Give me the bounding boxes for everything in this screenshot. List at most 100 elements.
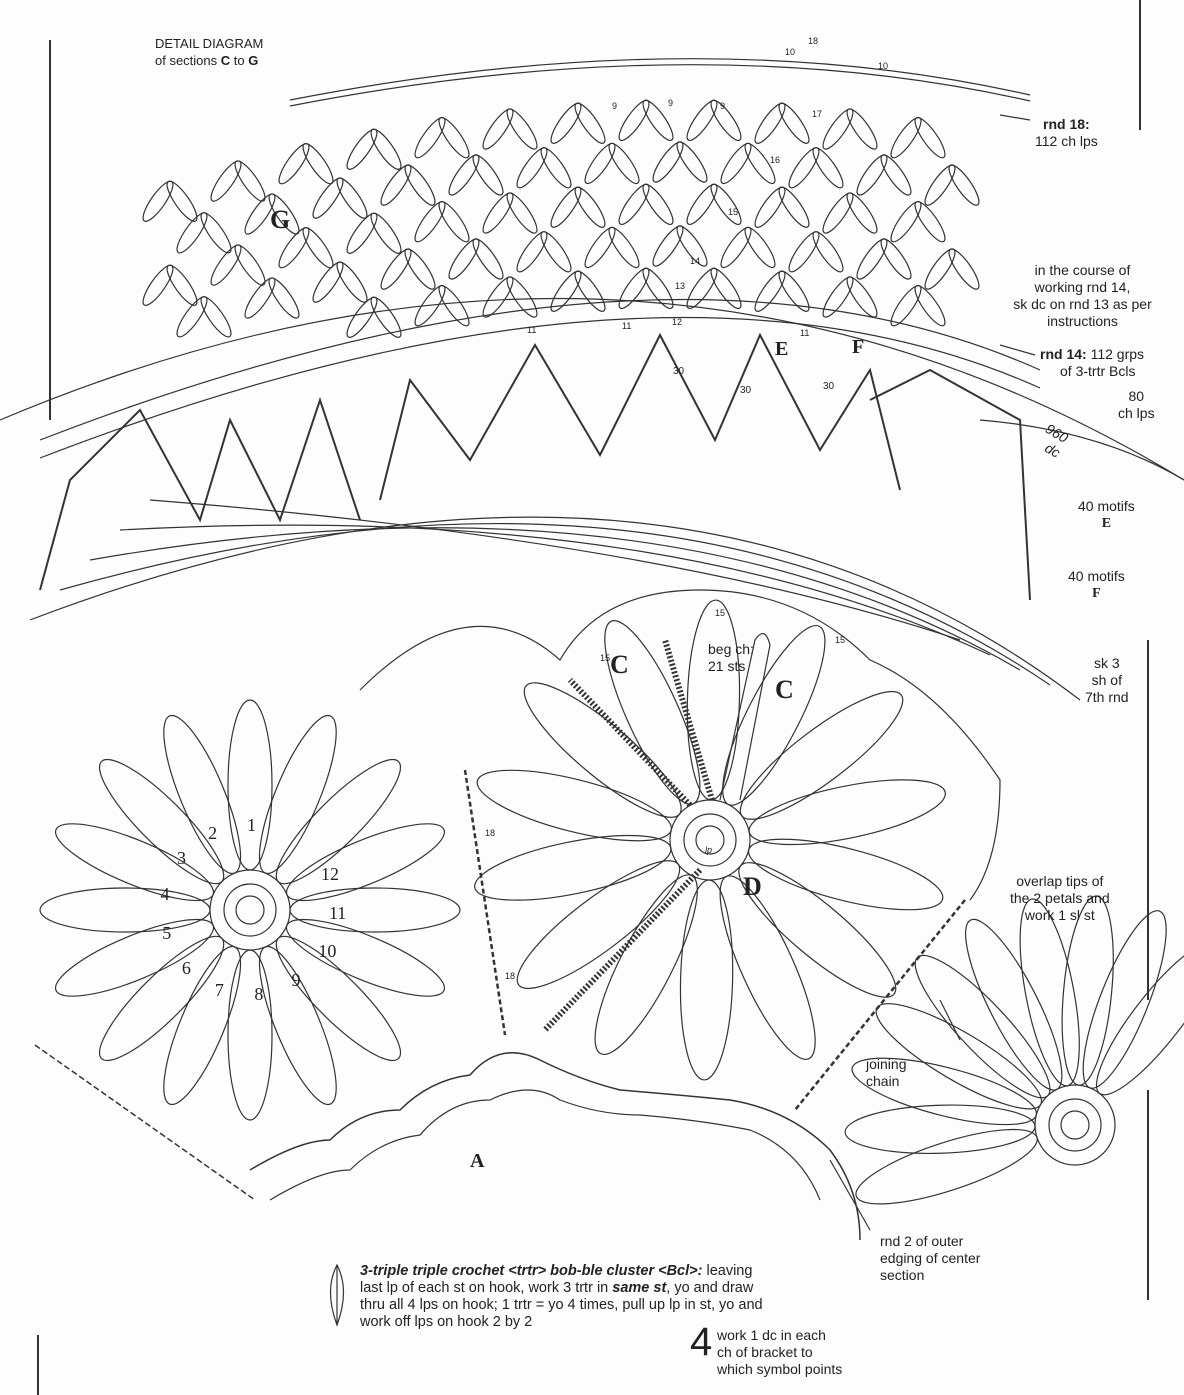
zigzag-motifs-e bbox=[39, 332, 1031, 601]
bobble-leaf bbox=[472, 238, 504, 280]
bobble-leaf bbox=[754, 186, 786, 228]
round-number: 18 bbox=[808, 36, 819, 46]
beg-ch-line: beg ch: bbox=[708, 641, 754, 657]
outer-arc bbox=[0, 297, 1184, 481]
beg-ch-loop bbox=[719, 633, 771, 801]
stitch-count: 18 bbox=[485, 828, 496, 838]
rnd14-text: 112 grps bbox=[1090, 346, 1145, 362]
stitch-count: 18 bbox=[505, 971, 516, 981]
bobble-leaf bbox=[584, 226, 616, 269]
shell-row bbox=[29, 516, 1081, 701]
pointer-rnd2 bbox=[829, 1159, 871, 1231]
stitch-count: 11 bbox=[800, 328, 810, 338]
rnd2-line: edging of center bbox=[880, 1250, 981, 1266]
bobble-leaf bbox=[166, 264, 198, 306]
dc-strip-1 bbox=[542, 867, 703, 1033]
joining-chain-1 bbox=[463, 769, 507, 1036]
stitch-count: 10 bbox=[878, 61, 889, 71]
petal-number: 12 bbox=[321, 864, 340, 885]
bobble-leaf bbox=[210, 244, 242, 286]
rnd2-annotation: rnd 2 of outer edging of center section bbox=[880, 1233, 980, 1284]
bobble-leaf bbox=[924, 164, 956, 206]
bobble-leaf bbox=[312, 177, 344, 219]
round-number: 17 bbox=[812, 109, 823, 119]
bobble-leaf bbox=[200, 296, 232, 338]
bobble-leaf bbox=[346, 128, 378, 170]
flower-right bbox=[844, 895, 1184, 1205]
bobble-leaf bbox=[414, 117, 446, 159]
bobble-leaf bbox=[880, 154, 912, 196]
bobble-leaf bbox=[472, 154, 504, 196]
bobble-leaf bbox=[754, 270, 786, 312]
bobble-leaf bbox=[438, 201, 470, 243]
pointer-rnd18 bbox=[999, 114, 1031, 121]
bobble-leaf bbox=[608, 226, 640, 269]
flower-d bbox=[474, 599, 946, 1081]
bobble-leaf bbox=[652, 141, 684, 183]
shell-row bbox=[149, 499, 961, 641]
sk3-line: sk 3 bbox=[1093, 655, 1120, 671]
bobble-leaf bbox=[890, 285, 922, 327]
course-annotation: in the course of working rnd 14, sk dc o… bbox=[1000, 262, 1165, 330]
motifs-e-text: 40 motifs bbox=[1078, 498, 1135, 514]
bobble-leaf bbox=[720, 226, 752, 269]
stitch-count: 11 bbox=[527, 325, 537, 335]
motifs-f-text: 40 motifs bbox=[1068, 568, 1125, 584]
bobble-leaf bbox=[710, 99, 742, 142]
bobble-leaf bbox=[506, 276, 538, 318]
bobble-leaf bbox=[336, 261, 368, 303]
petal bbox=[289, 887, 461, 933]
bobble-leaf bbox=[880, 238, 912, 280]
bobble-leaf bbox=[914, 117, 946, 159]
rnd14-text-2: of 3-trtr Bcls bbox=[1060, 363, 1136, 379]
round-number: 14 bbox=[690, 256, 701, 266]
bobble-leaf bbox=[710, 183, 742, 226]
bobble-leaf bbox=[686, 183, 718, 226]
bobble-leaf bbox=[346, 212, 378, 254]
stitch-count: 30 bbox=[740, 385, 752, 396]
bobble-leaf bbox=[890, 117, 922, 159]
bobble-leaf bbox=[948, 248, 980, 290]
bobble-leaf bbox=[890, 201, 922, 243]
shell-rows bbox=[29, 499, 1081, 901]
course-line: working rnd 14, bbox=[1034, 279, 1131, 295]
bobble-leaf bbox=[846, 276, 878, 318]
title-c: C bbox=[220, 53, 231, 68]
bobble-leaf bbox=[404, 164, 436, 206]
petal bbox=[39, 887, 211, 933]
bobble-leaf bbox=[686, 267, 718, 310]
overlap-annotation: overlap tips of the 2 petals and work 1 … bbox=[1010, 873, 1110, 924]
bobble-leaf bbox=[584, 142, 616, 185]
bobble-leaf bbox=[550, 102, 582, 144]
round-number: 12 bbox=[672, 317, 683, 327]
bobble-leaf bbox=[642, 183, 674, 226]
bobble-leaf bbox=[846, 192, 878, 234]
bobble-leaf bbox=[302, 227, 334, 269]
legend-bobble-same: same st bbox=[612, 1280, 667, 1296]
bobble-leaf bbox=[438, 117, 470, 159]
pointer-joining bbox=[939, 999, 961, 1041]
bobble-leaf bbox=[540, 147, 572, 189]
flower-center bbox=[1034, 1084, 1116, 1166]
shell-row bbox=[89, 527, 1021, 671]
rnd18-text: 112 ch lps bbox=[1035, 133, 1098, 149]
bobble-leaf bbox=[234, 160, 266, 202]
bobble-leaf bbox=[448, 238, 480, 280]
shell-row bbox=[59, 522, 1051, 686]
bobble-leaf bbox=[924, 248, 956, 290]
bobble-leaf bbox=[856, 238, 888, 280]
round-number: 13 bbox=[675, 281, 686, 291]
pointer-rnd14 bbox=[999, 344, 1036, 356]
stitch-count: 10 bbox=[785, 47, 796, 57]
bobble-leaf bbox=[948, 164, 980, 206]
flower-center-inner bbox=[235, 895, 265, 925]
overlap-line: overlap tips of bbox=[1016, 873, 1104, 889]
bobble-leaf bbox=[166, 180, 198, 222]
petal bbox=[679, 879, 734, 1081]
stitch-count: 9 bbox=[612, 101, 618, 111]
petal bbox=[594, 874, 698, 1056]
leaf-lattice bbox=[142, 99, 980, 338]
bobble-leaf bbox=[268, 277, 300, 319]
title-line-2: of sections C to G bbox=[155, 52, 263, 69]
